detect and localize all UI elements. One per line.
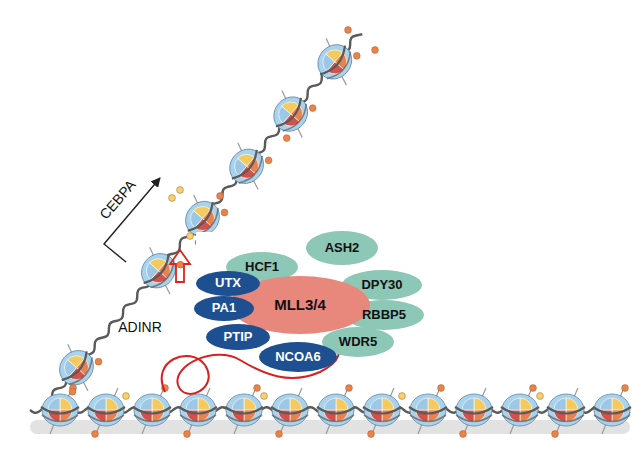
nucleosome (409, 388, 447, 434)
histone-mark (254, 385, 261, 392)
nucleosome (262, 85, 322, 144)
histone-mark (276, 431, 283, 438)
nucleosome (547, 388, 585, 434)
subunit-name: HCF1 (245, 260, 279, 274)
dna-fiber (30, 34, 630, 434)
histone-mark (95, 358, 102, 365)
subunit-name: PA1 (212, 301, 236, 315)
subunit-name: RBBP5 (362, 308, 406, 322)
gene-name: CEBPA (97, 177, 139, 222)
subunit-name: UTX (215, 276, 241, 290)
histone-mark (169, 195, 176, 202)
histone-mark (530, 385, 537, 392)
histone-mark (92, 431, 99, 438)
histone-mark (217, 193, 224, 200)
subunit-name: WDR5 (339, 335, 377, 349)
subunit-name: PTIP (224, 330, 253, 344)
histone-mark (346, 385, 353, 392)
histone-mark (309, 105, 316, 112)
nucleosome (133, 388, 171, 434)
histone-mark (177, 261, 184, 268)
histone-mark (184, 431, 191, 438)
histone-mark (283, 135, 290, 142)
protein-subunit: UTX (196, 271, 260, 296)
histone-mark (460, 431, 467, 438)
histone-mark (177, 187, 184, 194)
histone-mark (537, 393, 544, 400)
histone-mark (353, 52, 360, 59)
subunit-name: NCOA6 (275, 350, 321, 364)
subunit-name: DPY30 (361, 278, 402, 292)
nucleosome (593, 388, 631, 434)
histone-marks (69, 27, 628, 438)
nucleosome (47, 339, 107, 398)
nucleosome (363, 388, 401, 434)
histone-mark (69, 388, 76, 395)
subunit-name: MLL3/4 (274, 297, 326, 314)
histone-mark (372, 47, 379, 54)
nucleosome (218, 138, 278, 197)
protein-subunit: NCOA6 (259, 342, 337, 372)
nucleosome (317, 388, 355, 434)
nucleosome (271, 388, 309, 434)
nucleosome (501, 388, 539, 434)
histone-mark (265, 157, 272, 164)
nucleosome (41, 388, 79, 434)
histone-mark (261, 393, 268, 400)
histone-mark (399, 393, 406, 400)
protein-subunit: PA1 (194, 296, 254, 321)
nucleosome (306, 33, 366, 92)
nucleosome (179, 388, 217, 434)
histone-mark (345, 27, 352, 34)
subunit-name: ASH2 (325, 241, 360, 255)
histone-mark (622, 385, 629, 392)
rna-name: ADINR (118, 320, 162, 335)
histone-mark (187, 233, 194, 240)
histone-mark (368, 431, 375, 438)
activation-arrow (170, 250, 190, 282)
nucleosome (455, 388, 493, 434)
nucleosome (225, 388, 263, 434)
histone-mark (123, 393, 130, 400)
histone-mark (552, 431, 559, 438)
protein-subunit: PTIP (206, 324, 270, 350)
complex-panel (196, 232, 412, 382)
nucleosome (87, 388, 125, 434)
protein-subunit: ASH2 (306, 231, 378, 265)
histone-mark (438, 385, 445, 392)
nucleosomes (41, 33, 631, 434)
histone-mark (221, 209, 228, 216)
